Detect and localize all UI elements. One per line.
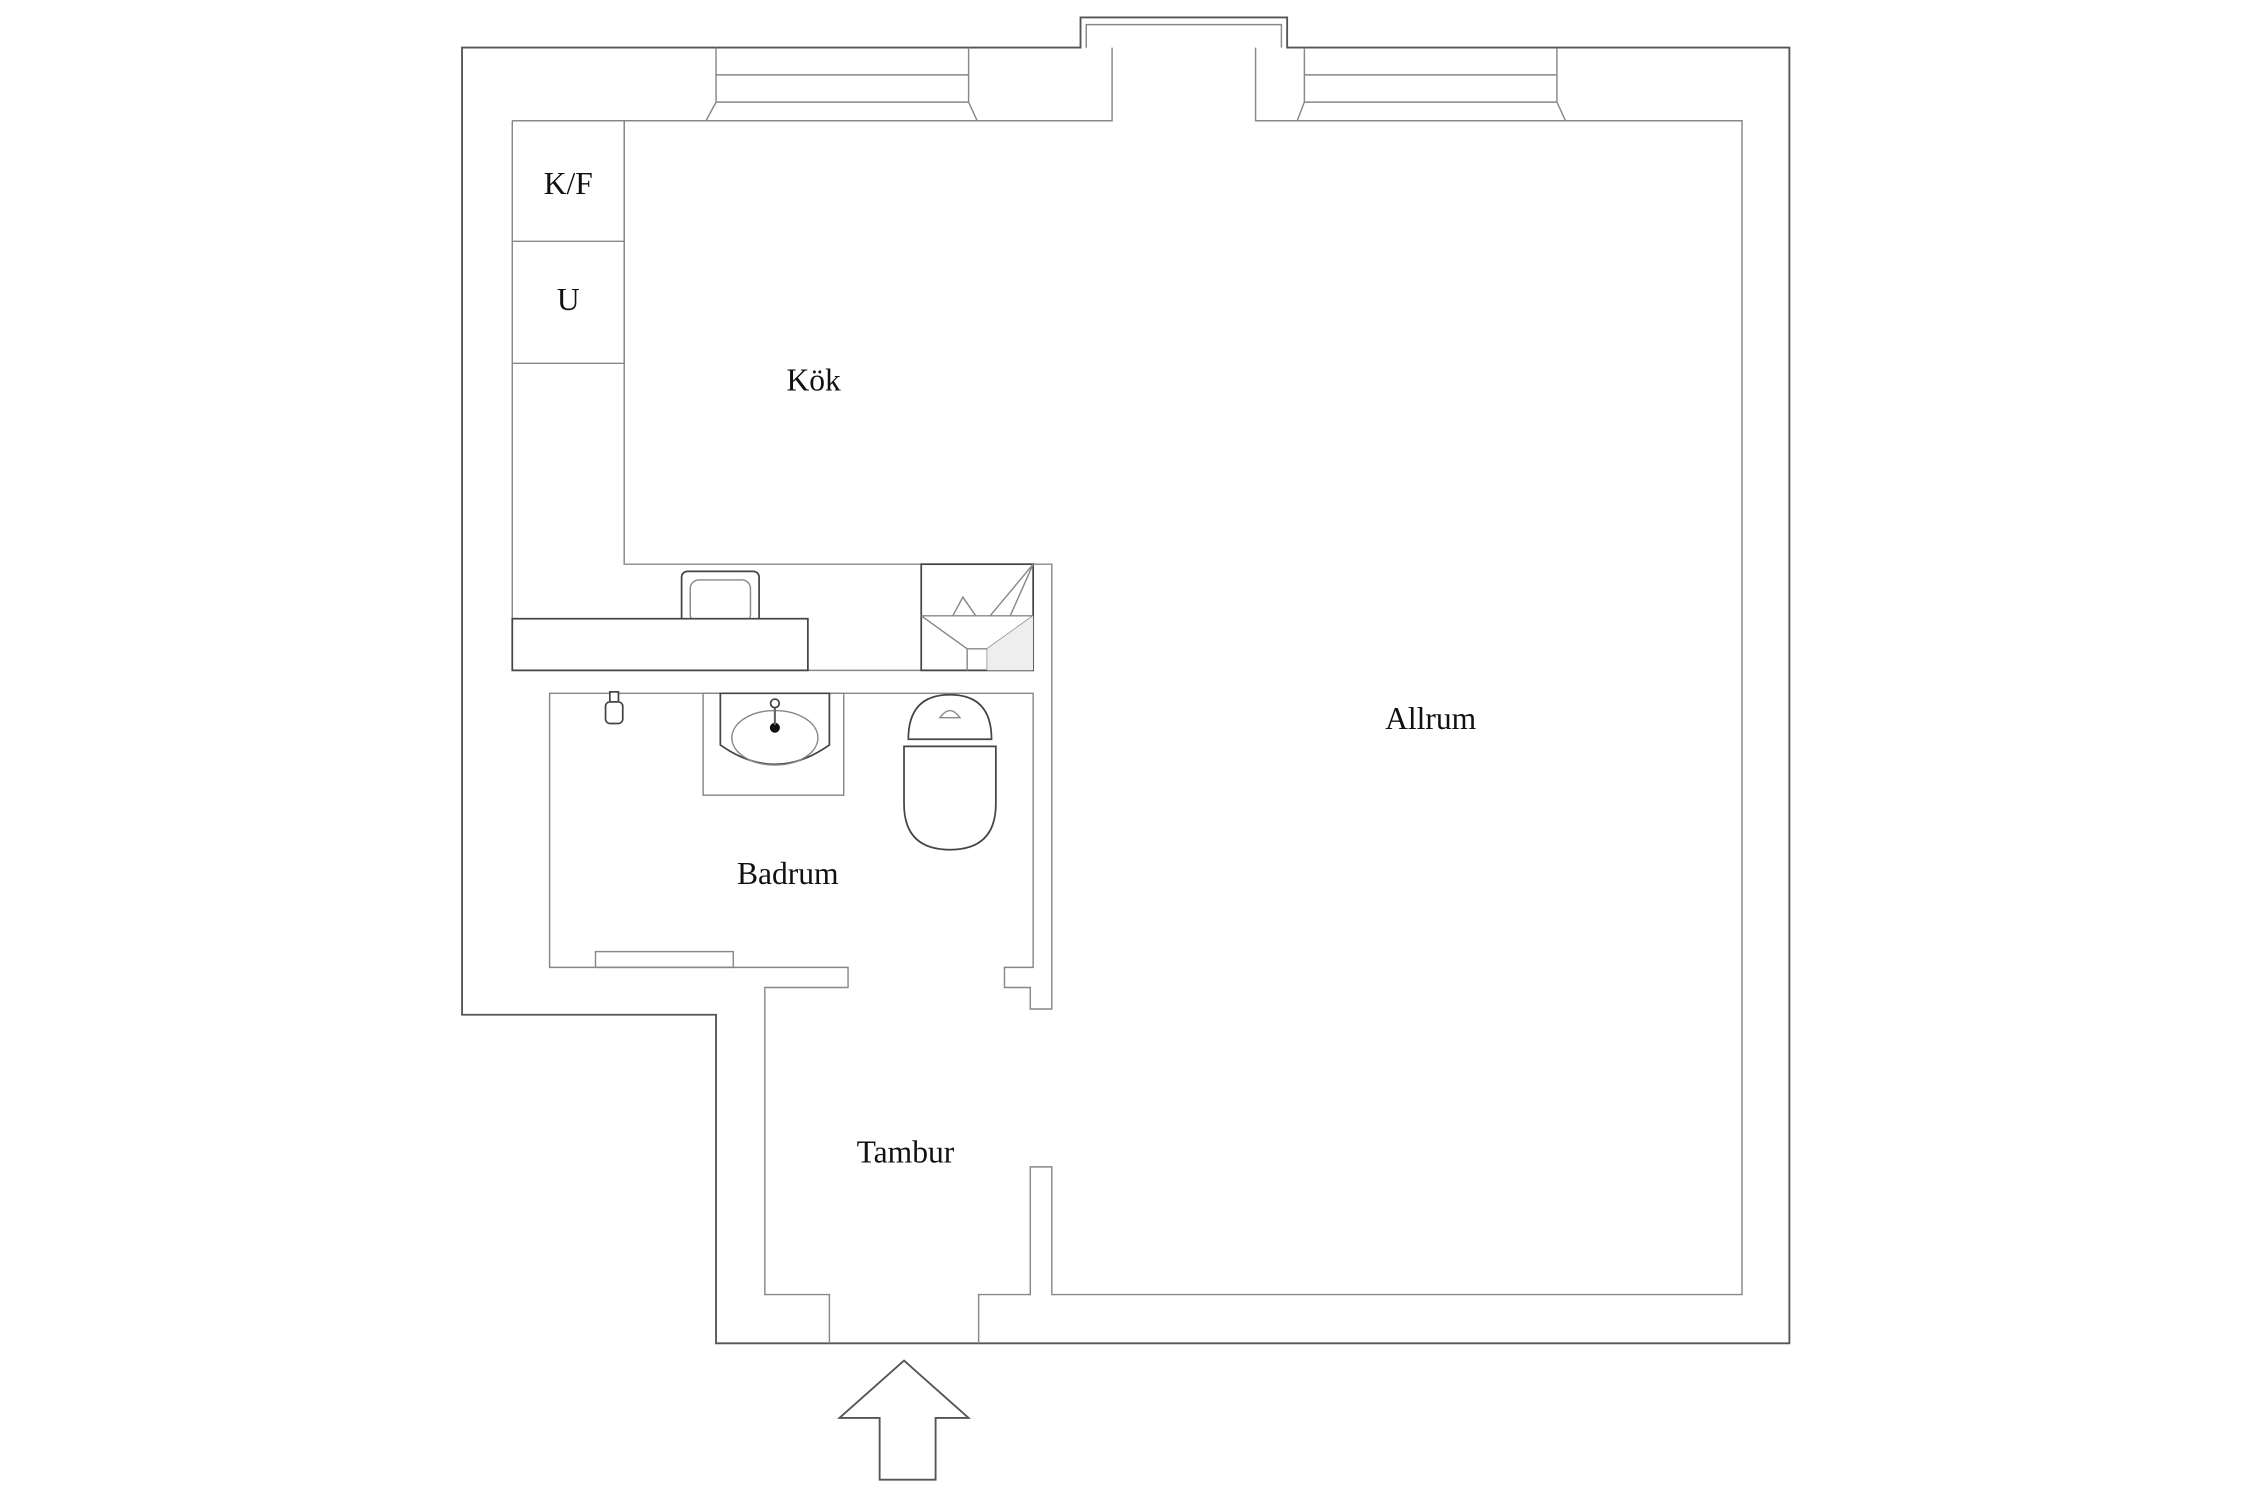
- shower-head: [604, 691, 624, 725]
- room-label-kok: Kök: [786, 363, 841, 398]
- radiator: [594, 950, 734, 969]
- window-left: [705, 47, 978, 122]
- washbasin-drain: [769, 722, 780, 733]
- kitchen-counter: [511, 617, 809, 672]
- room-label-badrum: Badrum: [737, 856, 839, 891]
- room-label-tambur: Tambur: [857, 1135, 955, 1170]
- inner-wall: [511, 47, 1743, 1344]
- window-right: [1296, 47, 1567, 122]
- outer-wall: [461, 16, 1791, 1345]
- up-arrow-icon: [836, 1359, 972, 1481]
- stove-unit: [920, 563, 1035, 672]
- kf-label: K/F: [544, 166, 593, 201]
- kitchen-sink: [680, 570, 760, 624]
- u-label: U: [557, 282, 580, 317]
- room-label-allrum: Allrum: [1385, 701, 1477, 736]
- faucet-head: [769, 698, 781, 709]
- balcony-door: [1085, 23, 1283, 48]
- toilet: [903, 693, 997, 851]
- kitchen-cabinets: [512, 120, 625, 364]
